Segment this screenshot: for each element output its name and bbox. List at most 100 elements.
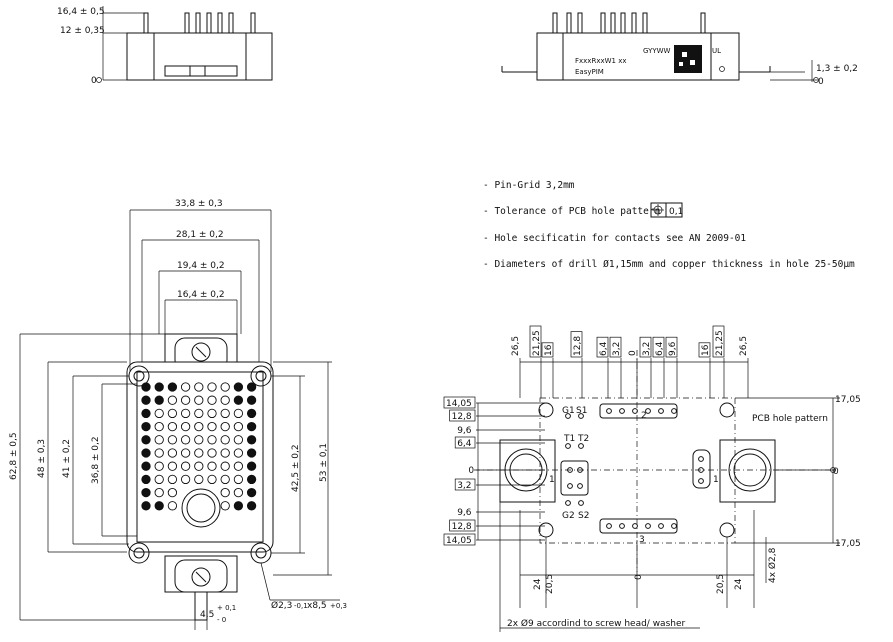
grid-pin [194,435,204,445]
grid-pin [167,408,178,419]
grid-pin [141,461,151,471]
notes: - Pin-Grid 3,2mm - Tolerance of PCB hole… [483,180,855,270]
pcb-pin-hole [567,467,573,473]
dim-pin-len-tol: +0,3 [330,602,347,610]
dim-bottom-20-5-right: 20,5 [716,574,726,594]
pcb-pin-hole [578,500,584,506]
pcb-pin-hole [577,483,583,489]
grid-pin [233,448,244,458]
tolerance-value: 0,1 [669,207,683,217]
note-drill: - Diameters of drill Ø1,15mm and copper … [483,259,855,270]
pcb-pin-hole [577,467,583,473]
grid-pin [233,421,244,432]
dim-top-0: 26,5 [511,336,521,356]
pcb-pin-hole [698,467,704,473]
grid-pin [167,395,178,405]
pcb-pin-hole [698,456,704,462]
grid-pin [167,435,178,445]
dim-53: 53 ± 0,1 [319,443,329,482]
grid-pin [154,435,164,445]
grid-pin [141,474,151,485]
dim-zero-right: 0 [818,77,824,87]
pcb-pin-hole [658,408,664,414]
dim-pin-len: x8,5 [307,601,327,611]
dim-top-11: 21,25 [715,330,725,356]
grid-pin [180,435,191,445]
marking-date: GYYWW [643,47,671,55]
pin-label-t1: T1 [563,434,575,444]
grid-pin [246,448,257,458]
pin-grid [141,382,257,511]
pin-label-t2: T2 [577,434,589,444]
dim-right-zero: 0 [833,467,839,477]
grid-pin [207,382,217,392]
grid-pin [154,395,164,405]
grid-pin [246,395,257,405]
side-view-right: FxxxRxxW1 xx EasyPIM GYYWW UL 1,3 ± 0,2 … [501,12,858,87]
dim-62-8: 62,8 ± 0,5 [9,432,19,480]
marking-brand: EasyPIM [575,68,604,76]
pcb-pin-hole [645,408,651,414]
grid-pin [233,435,244,445]
grid-pin [154,421,164,432]
pcb-pattern-label: PCB hole pattern [752,414,828,424]
pin-label-3: 3 [639,535,645,545]
side-view-left: 16,4 ± 0,5 12 ± 0,35 0 [57,6,273,86]
dim-12: 12 ± 0,35 [60,26,105,36]
grid-pin [167,448,178,458]
pcb-pin-hole [645,523,651,529]
dim-top-12: 26,5 [739,336,749,356]
pcb-pin-hole [606,523,612,529]
grid-pin [154,408,164,419]
grid-pin [246,474,257,485]
grid-pin [194,421,204,432]
dim-48: 48 ± 0,3 [37,439,47,478]
grid-pin [194,474,204,485]
pcb-pin-hole [578,443,584,449]
pin-label-2: 2 [641,411,647,421]
dim-left-1: 12,8 [452,412,472,422]
front-view: 33,8 ± 0,3 28,1 ± 0,2 19,4 ± 0,2 16,4 ± … [9,199,347,630]
grid-pin [194,461,204,471]
grid-pin [141,501,151,511]
grid-pin [154,501,164,511]
grid-pin [167,501,178,511]
screw-note: 2x Ø9 accordind to screw head/ washer [507,618,685,629]
pcb-pin-hole [619,523,625,529]
dim-4-5: 4,5 [200,610,214,620]
grid-pin [180,474,191,485]
grid-pin [154,487,164,498]
grid-pin [141,448,151,458]
grid-pin [220,461,230,471]
note-pin-grid: - Pin-Grid 3,2mm [483,180,575,191]
dim-33-8: 33,8 ± 0,3 [175,199,223,209]
dim-41: 41 ± 0,2 [62,439,72,478]
pcb-pin-hole [578,413,584,419]
grid-pin [141,487,151,498]
grid-pin [154,448,164,458]
dim-1-3: 1,3 ± 0,2 [816,64,858,74]
dim-bottom-24-left: 24 [533,578,543,590]
dim-right-17-05-top: 17,05 [835,395,861,405]
dim-36-8: 36,8 ± 0,2 [91,436,101,484]
grid-pin [154,382,164,392]
note-tolerance: - Tolerance of PCB hole pattern [483,206,660,217]
grid-pin [167,421,178,432]
dim-bottom-24-right: 24 [734,578,744,590]
mounting-hole-bl [128,542,150,564]
grid-pin [233,395,244,405]
pin-label-1-right: 1 [713,475,719,485]
marking-part: FxxxRxxW1 xx [575,57,627,65]
grid-pin [167,461,178,471]
grid-pin [141,382,151,392]
grid-pin [220,395,230,405]
dim-4-5-plus: + 0,1 [217,604,236,612]
grid-pin [207,408,217,419]
pcb-pin-hole [671,523,677,529]
grid-pin [141,421,151,432]
pin-label-g1: G1 [562,406,575,416]
dim-19-4: 19,4 ± 0,2 [177,261,225,271]
grid-pin [220,421,230,432]
pcb-pin-hole [698,478,704,484]
dim-bottom-zero: 0 [634,574,644,580]
